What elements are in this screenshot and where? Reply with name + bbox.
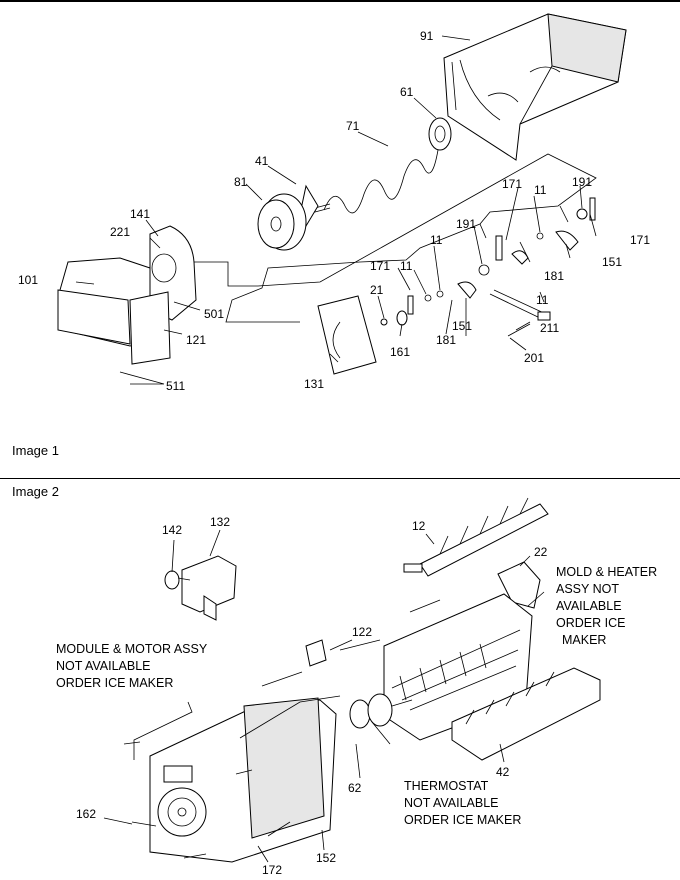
callout-141: 141 [130,207,150,221]
svg-text:NOT AVAILABLE: NOT AVAILABLE [56,659,151,673]
callout-132: 132 [210,515,230,529]
callout-172: 172 [262,863,282,877]
top-border [0,0,680,2]
part-132-bracket [181,555,237,621]
part-122-clip [305,639,327,667]
callout-171: 171 [502,177,522,191]
callout-61: 61 [400,85,414,99]
callout-131: 131 [304,377,324,391]
callout-11: 11 [430,233,443,247]
callout-142: 142 [162,523,182,537]
callout-171: 171 [630,233,650,247]
callout-11: 11 [536,293,549,307]
note-module-motor: MODULE & MOTOR ASSY NOT AVAILABLE ORDER … [56,642,208,690]
callout-211: 211 [540,321,559,335]
screws [123,741,291,859]
callout-81: 81 [234,175,248,189]
part-62-thermostat [349,693,413,729]
callout-22: 22 [534,545,548,559]
callout-191: 191 [456,217,476,231]
part-131-plate [317,295,377,375]
part-81-wheel [257,193,307,251]
callout-101: 101 [18,273,38,287]
callouts-image1: 91 61 71 41 81 141 221 101 501 121 511 1… [18,29,650,393]
callout-501: 501 [204,307,224,321]
callout-11: 11 [400,259,413,273]
callout-122: 122 [352,625,372,639]
callout-181: 181 [544,269,564,283]
image1-caption: Image 1 [12,443,59,458]
callout-201: 201 [524,351,544,365]
callout-161: 161 [390,345,410,359]
svg-text:ASSY NOT: ASSY NOT [556,582,619,596]
callout-151: 151 [452,319,472,333]
assembly-outline [190,153,597,323]
callout-162: 162 [76,807,96,821]
svg-text:ORDER ICE MAKER: ORDER ICE MAKER [404,813,521,827]
hardware-small-parts [380,197,596,337]
part-71-auger-spring [323,149,439,214]
svg-text:THERMOSTAT: THERMOSTAT [404,779,489,793]
callout-12: 12 [412,519,426,533]
assembly-guides [239,599,441,739]
callout-21: 21 [370,283,384,297]
image-divider [0,478,680,479]
callout-71: 71 [346,119,360,133]
callout-151: 151 [602,255,622,269]
callout-41: 41 [255,154,269,168]
leader-lines-image1 [75,35,597,385]
callout-11: 11 [534,183,547,197]
callout-511: 511 [166,379,185,393]
svg-text:ORDER ICE: ORDER ICE [556,616,625,630]
part-121-housing [129,291,171,365]
svg-text:MODULE & MOTOR ASSY: MODULE & MOTOR ASSY [56,642,208,656]
svg-text:NOT AVAILABLE: NOT AVAILABLE [404,796,499,810]
leader-lines-image2 [103,529,545,863]
svg-text:ORDER ICE MAKER: ORDER ICE MAKER [56,676,173,690]
part-42-heater [451,667,601,761]
callout-171: 171 [370,259,390,273]
callout-121: 121 [186,333,206,347]
part-12-ejector-blades [403,497,549,577]
note-thermostat: THERMOSTAT NOT AVAILABLE ORDER ICE MAKER [404,779,521,827]
callout-62: 62 [348,781,362,795]
note-mold-heater: MOLD & HEATER ASSY NOT AVAILABLE ORDER I… [556,565,657,647]
callout-42: 42 [496,765,510,779]
part-61-gear [428,117,452,151]
callout-91: 91 [420,29,434,43]
module-motor-housing [149,697,337,863]
svg-text:MAKER: MAKER [562,633,606,647]
callouts-image2: 142 132 12 22 122 62 42 162 172 152 [76,515,548,877]
part-91-ice-bucket [443,13,627,161]
image2-caption: Image 2 [12,484,59,499]
callout-191: 191 [572,175,592,189]
svg-text:AVAILABLE: AVAILABLE [556,599,622,613]
callout-181: 181 [436,333,456,347]
callout-152: 152 [316,851,336,865]
callout-221: 221 [110,225,130,239]
svg-text:MOLD & HEATER: MOLD & HEATER [556,565,657,579]
part-22 [497,561,541,609]
